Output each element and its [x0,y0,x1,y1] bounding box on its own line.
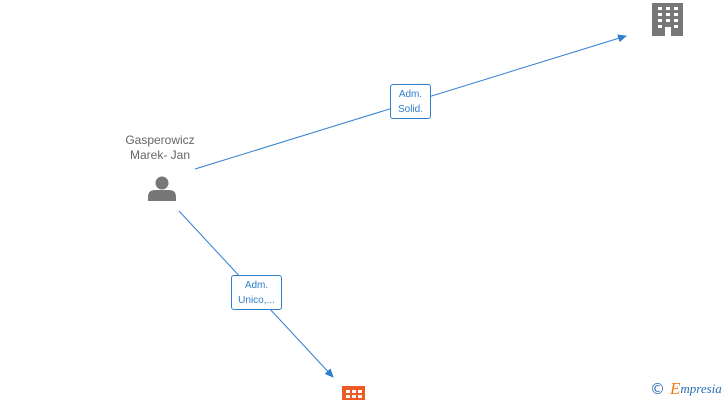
relation-label-line-2: Solid. [397,104,423,115]
copyright-icon: © [650,380,665,398]
person-name-line-1: Gasperowicz [125,133,195,147]
person-name[interactable]: Gasperowicz Marek- Jan [105,133,215,163]
building-icon[interactable] [652,3,683,36]
relation-label-line-1: Adm. [244,280,269,291]
relation-label-line-1: Adm. [398,89,423,100]
person-icon[interactable] [148,176,176,202]
relation-label-line-2: Unico,... [238,295,275,306]
brand-logo-initial: E [670,379,681,398]
building-icon-highlighted[interactable] [342,386,365,400]
relation-label-unico: Adm. Unico,... [231,275,282,310]
brand-logo-text: mpresia [680,381,722,396]
person-name-line-2: Marek- Jan [129,148,191,162]
relation-label-solid: Adm. Solid. [390,84,431,119]
